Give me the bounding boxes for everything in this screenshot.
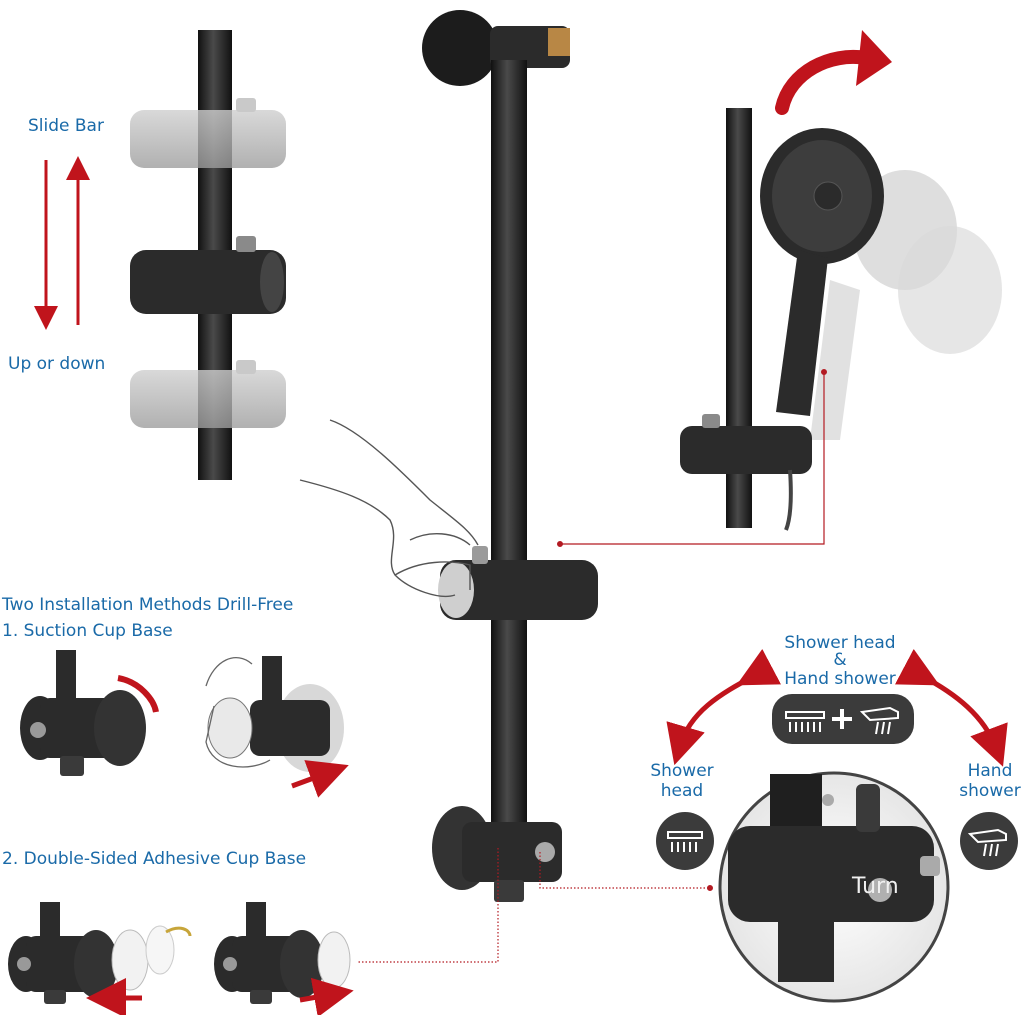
installation-title: Two Installation Methods Drill-Free <box>2 595 294 615</box>
combo-mode-label: Shower head & Hand shower <box>766 633 914 689</box>
hand-shower-line-2: shower <box>959 781 1021 802</box>
rotation-arrow <box>775 30 892 115</box>
hand-shower-mode-badge <box>960 812 1018 870</box>
slide-bar-label: Slide Bar <box>28 116 104 136</box>
hand-shower-icon <box>859 706 899 735</box>
suction-base-steps <box>20 650 349 798</box>
hand-shower-line-1: Hand <box>967 761 1013 781</box>
hand-shower-icon <box>967 828 1007 857</box>
mode-arrows <box>666 648 1008 767</box>
combo-mode-badge <box>772 694 914 744</box>
combo-line-2: & <box>833 650 847 671</box>
adhesive-base-steps <box>8 902 354 1015</box>
plus-icon <box>832 709 852 729</box>
hand-illustration <box>299 419 479 597</box>
shower-head-line-2: head <box>660 781 704 802</box>
handheld-rotation-diagram <box>680 108 1002 531</box>
hand-shower-mode-label: Hand shower <box>950 761 1024 802</box>
slide-bar-diagram <box>130 30 286 480</box>
shower-head-mode-badge <box>656 812 714 870</box>
shower-head-icon <box>785 711 825 732</box>
diverter-zoom <box>718 771 950 1003</box>
shower-head-mode-label: Shower head <box>642 761 722 802</box>
connector-lines <box>358 369 827 963</box>
shower-head-icon <box>667 831 703 852</box>
combo-line-3: Hand shower <box>784 668 896 689</box>
method-2-label: 2. Double-Sided Adhesive Cup Base <box>2 849 307 869</box>
main-slide-bar <box>422 10 598 902</box>
up-or-down-label: Up or down <box>8 354 106 374</box>
shower-head-line-1: Shower <box>650 761 714 781</box>
method-1-label: 1. Suction Cup Base <box>2 621 173 641</box>
combo-line-1: Shower head <box>784 633 896 653</box>
up-down-arrows <box>34 156 90 330</box>
turn-label: Turn <box>852 874 899 899</box>
combo-icons <box>785 706 899 735</box>
